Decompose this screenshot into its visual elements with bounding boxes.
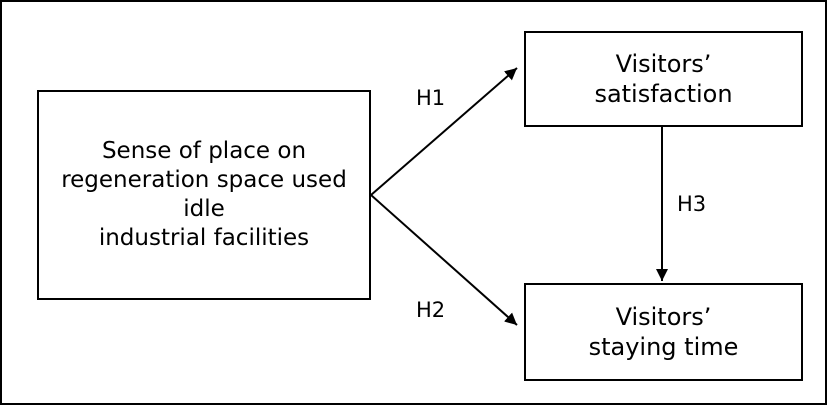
node-visitors-satisfaction-line-2: satisfaction xyxy=(594,80,733,108)
edge-h1-arrow xyxy=(370,67,518,196)
node-sense-of-place: Sense of place on regeneration space use… xyxy=(37,90,371,300)
node-sense-of-place-line-3: idle xyxy=(183,196,225,222)
edge-h2-label: H2 xyxy=(416,298,446,322)
node-visitors-satisfaction-line-1: Visitors’ xyxy=(615,50,712,78)
node-sense-of-place-text: Sense of place on regeneration space use… xyxy=(61,137,347,253)
edge-h3-label: H3 xyxy=(677,192,707,216)
node-visitors-satisfaction: Visitors’ satisfaction xyxy=(524,31,803,127)
edge-h1-label: H1 xyxy=(416,86,446,110)
node-sense-of-place-line-4: industrial facilities xyxy=(98,225,310,251)
node-visitors-staying-time-line-1: Visitors’ xyxy=(615,303,712,331)
node-visitors-staying-time-line-2: staying time xyxy=(588,333,739,361)
node-visitors-satisfaction-text: Visitors’ satisfaction xyxy=(594,49,732,109)
edge-h2-arrow xyxy=(370,194,518,326)
node-sense-of-place-line-2: regeneration space used xyxy=(61,167,347,193)
node-sense-of-place-line-1: Sense of place on xyxy=(101,138,307,164)
node-visitors-staying-time-text: Visitors’ staying time xyxy=(589,302,739,362)
node-visitors-staying-time: Visitors’ staying time xyxy=(524,283,803,381)
